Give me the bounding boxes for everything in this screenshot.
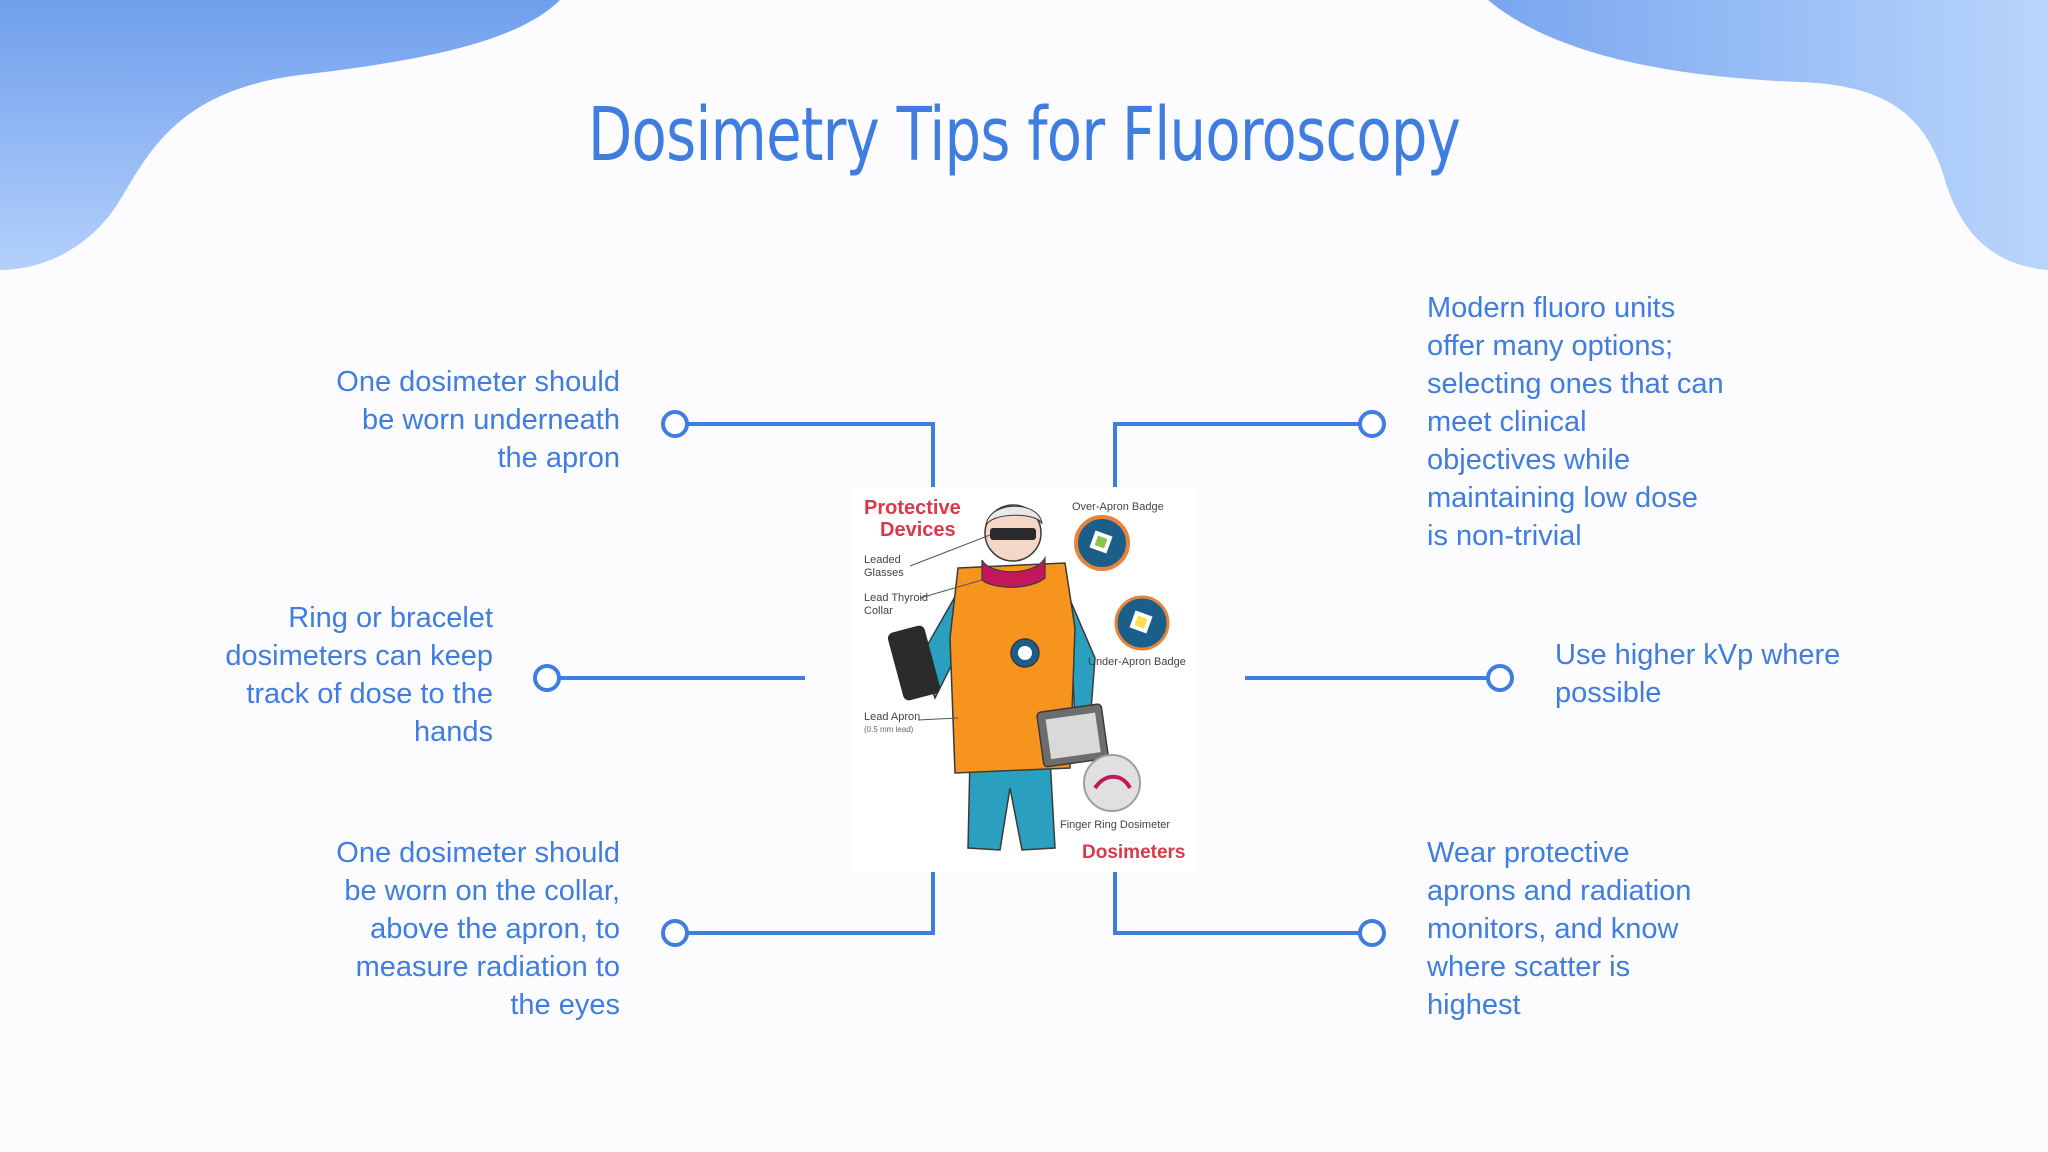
label-lead-apron: Lead Apron bbox=[864, 711, 920, 723]
tip-protective-aprons: Wear protective aprons and radiation mon… bbox=[1427, 837, 1692, 1021]
label-under-apron-badge: Under-Apron Badge bbox=[1088, 656, 1186, 668]
label-collar: Collar bbox=[864, 605, 893, 617]
figure-heading-protective: Protective bbox=[864, 497, 961, 519]
connector-node-left-top bbox=[661, 410, 689, 438]
connector-left-bottom bbox=[686, 871, 935, 935]
connector-node-right-top bbox=[1358, 410, 1386, 438]
label-apron-thickness: (0.5 mm lead) bbox=[864, 725, 914, 734]
tip-higher-kvp: Use higher kVp where possible bbox=[1555, 639, 1841, 709]
top-left-blob bbox=[0, 0, 560, 270]
figure-heading-devices: Devices bbox=[880, 519, 956, 541]
connector-left-top bbox=[686, 422, 935, 487]
connector-node-right-middle bbox=[1486, 664, 1514, 692]
connector-right-bottom bbox=[1113, 871, 1360, 935]
tip-collar-dosimeter: One dosimeter should be worn on the coll… bbox=[336, 837, 620, 1021]
connector-node-left-bottom bbox=[661, 919, 689, 947]
top-right-blob bbox=[1488, 0, 2048, 270]
tip-underneath-apron: One dosimeter should be worn underneath … bbox=[336, 366, 620, 474]
label-finger-ring: Finger Ring Dosimeter bbox=[1060, 819, 1170, 831]
label-leaded: Leaded bbox=[864, 554, 901, 566]
page-title: Dosimetry Tips for Fluoroscopy bbox=[587, 92, 1461, 178]
thyroid-collar bbox=[981, 555, 1046, 588]
finger-ring-dosimeter bbox=[1083, 754, 1141, 812]
tablet bbox=[887, 625, 941, 701]
connector-right-top bbox=[1113, 422, 1360, 487]
figure-heading-dosimeters: Dosimeters bbox=[1082, 842, 1186, 863]
tip-ring-dosimeter: Ring or bracelet dosimeters can keep tra… bbox=[225, 602, 493, 748]
leaded-glasses bbox=[990, 528, 1036, 540]
label-thyroid: Lead Thyroid bbox=[864, 592, 928, 604]
worker-figure bbox=[887, 504, 1109, 851]
connector-node-right-bottom bbox=[1358, 919, 1386, 947]
illustration-svg: Protective Devices Leaded Glasses Lead T… bbox=[850, 488, 1198, 872]
label-over-apron-badge: Over-Apron Badge bbox=[1072, 501, 1164, 513]
label-glasses: Glasses bbox=[864, 567, 904, 579]
tip-modern-fluoro: Modern fluoro units offer many options; … bbox=[1427, 292, 1724, 552]
protective-devices-illustration: Protective Devices Leaded Glasses Lead T… bbox=[850, 488, 1198, 872]
connector-node-left-middle bbox=[533, 664, 561, 692]
